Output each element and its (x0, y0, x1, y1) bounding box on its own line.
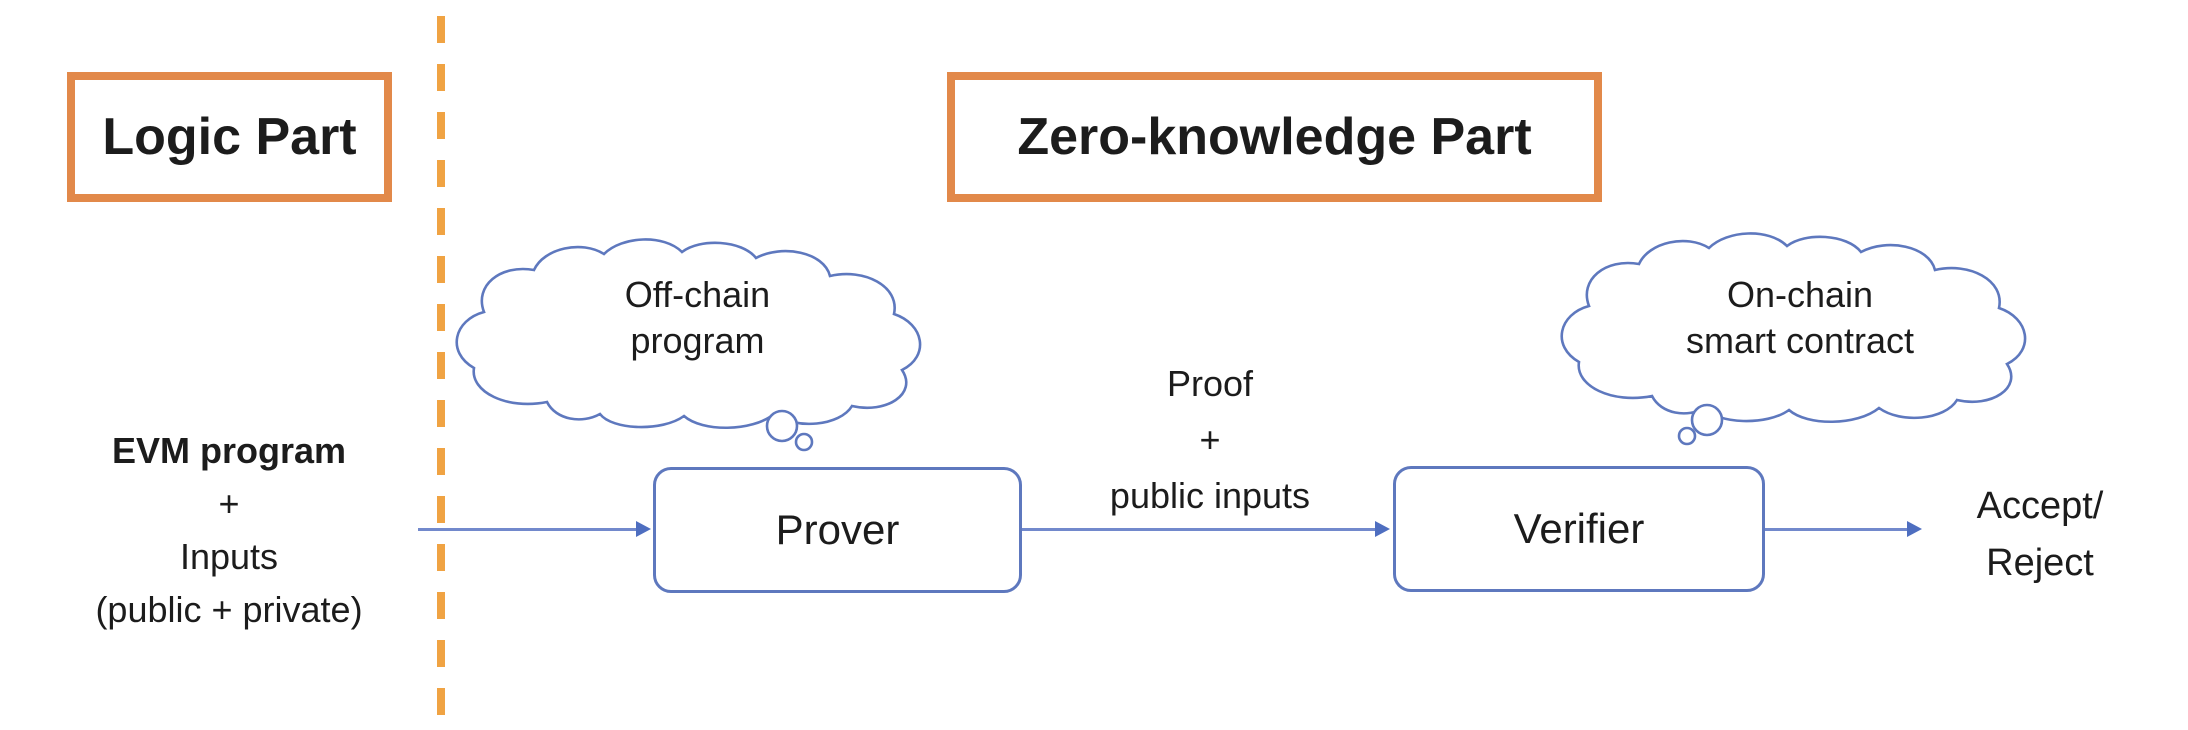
onchain-thought-cloud-icon (1560, 232, 2027, 446)
zero-knowledge-part-title-box: Zero-knowledge Part (947, 72, 1602, 202)
onchain-cloud-label: On-chain smart contract (1555, 272, 2045, 364)
offchain-cloud-line1: Off-chain (624, 274, 771, 315)
arrow-input-to-prover-head-icon (636, 521, 651, 537)
accept-reject-line2: Reject (1986, 542, 2094, 584)
offchain-cloud-label: Off-chain program (450, 272, 945, 364)
arrow-verifier-to-output (1765, 528, 1908, 531)
prover-label: Prover (775, 506, 900, 553)
arrow-prover-to-verifier-head-icon (1375, 521, 1390, 537)
arrow-verifier-to-output-head-icon (1907, 521, 1922, 537)
evm-input-line4: (public + private) (95, 589, 363, 630)
prover-node: Prover (653, 467, 1022, 593)
verifier-node: Verifier (1393, 466, 1765, 592)
evm-input-line1: EVM program (111, 430, 347, 471)
proof-edge-line1: Proof (1166, 363, 1254, 404)
proof-edge-line3: public inputs (1109, 475, 1311, 516)
offchain-cloud-line2: program (630, 320, 765, 361)
accept-reject-text: Accept/ Reject (1915, 478, 2165, 592)
arrow-prover-to-verifier (1022, 528, 1376, 531)
verifier-label: Verifier (1513, 505, 1645, 552)
zero-knowledge-part-label: Zero-knowledge Part (1017, 108, 1532, 166)
proof-edge-label: Proof + public inputs (1035, 356, 1385, 524)
accept-reject-line1: Accept/ (1976, 485, 2104, 527)
evm-input-text: EVM program + Inputs (public + private) (20, 424, 438, 636)
evm-input-line2: + (218, 483, 240, 524)
onchain-cloud-line2: smart contract (1685, 320, 1915, 361)
section-divider-dashed-line (437, 16, 445, 726)
offchain-thought-cloud-icon (455, 238, 922, 452)
logic-part-title-box: Logic Part (67, 72, 392, 202)
logic-part-label: Logic Part (102, 108, 357, 166)
arrow-input-to-prover (418, 528, 637, 531)
proof-edge-line2: + (1199, 419, 1221, 460)
evm-input-line3: Inputs (179, 536, 279, 577)
onchain-cloud-line1: On-chain (1726, 274, 1874, 315)
